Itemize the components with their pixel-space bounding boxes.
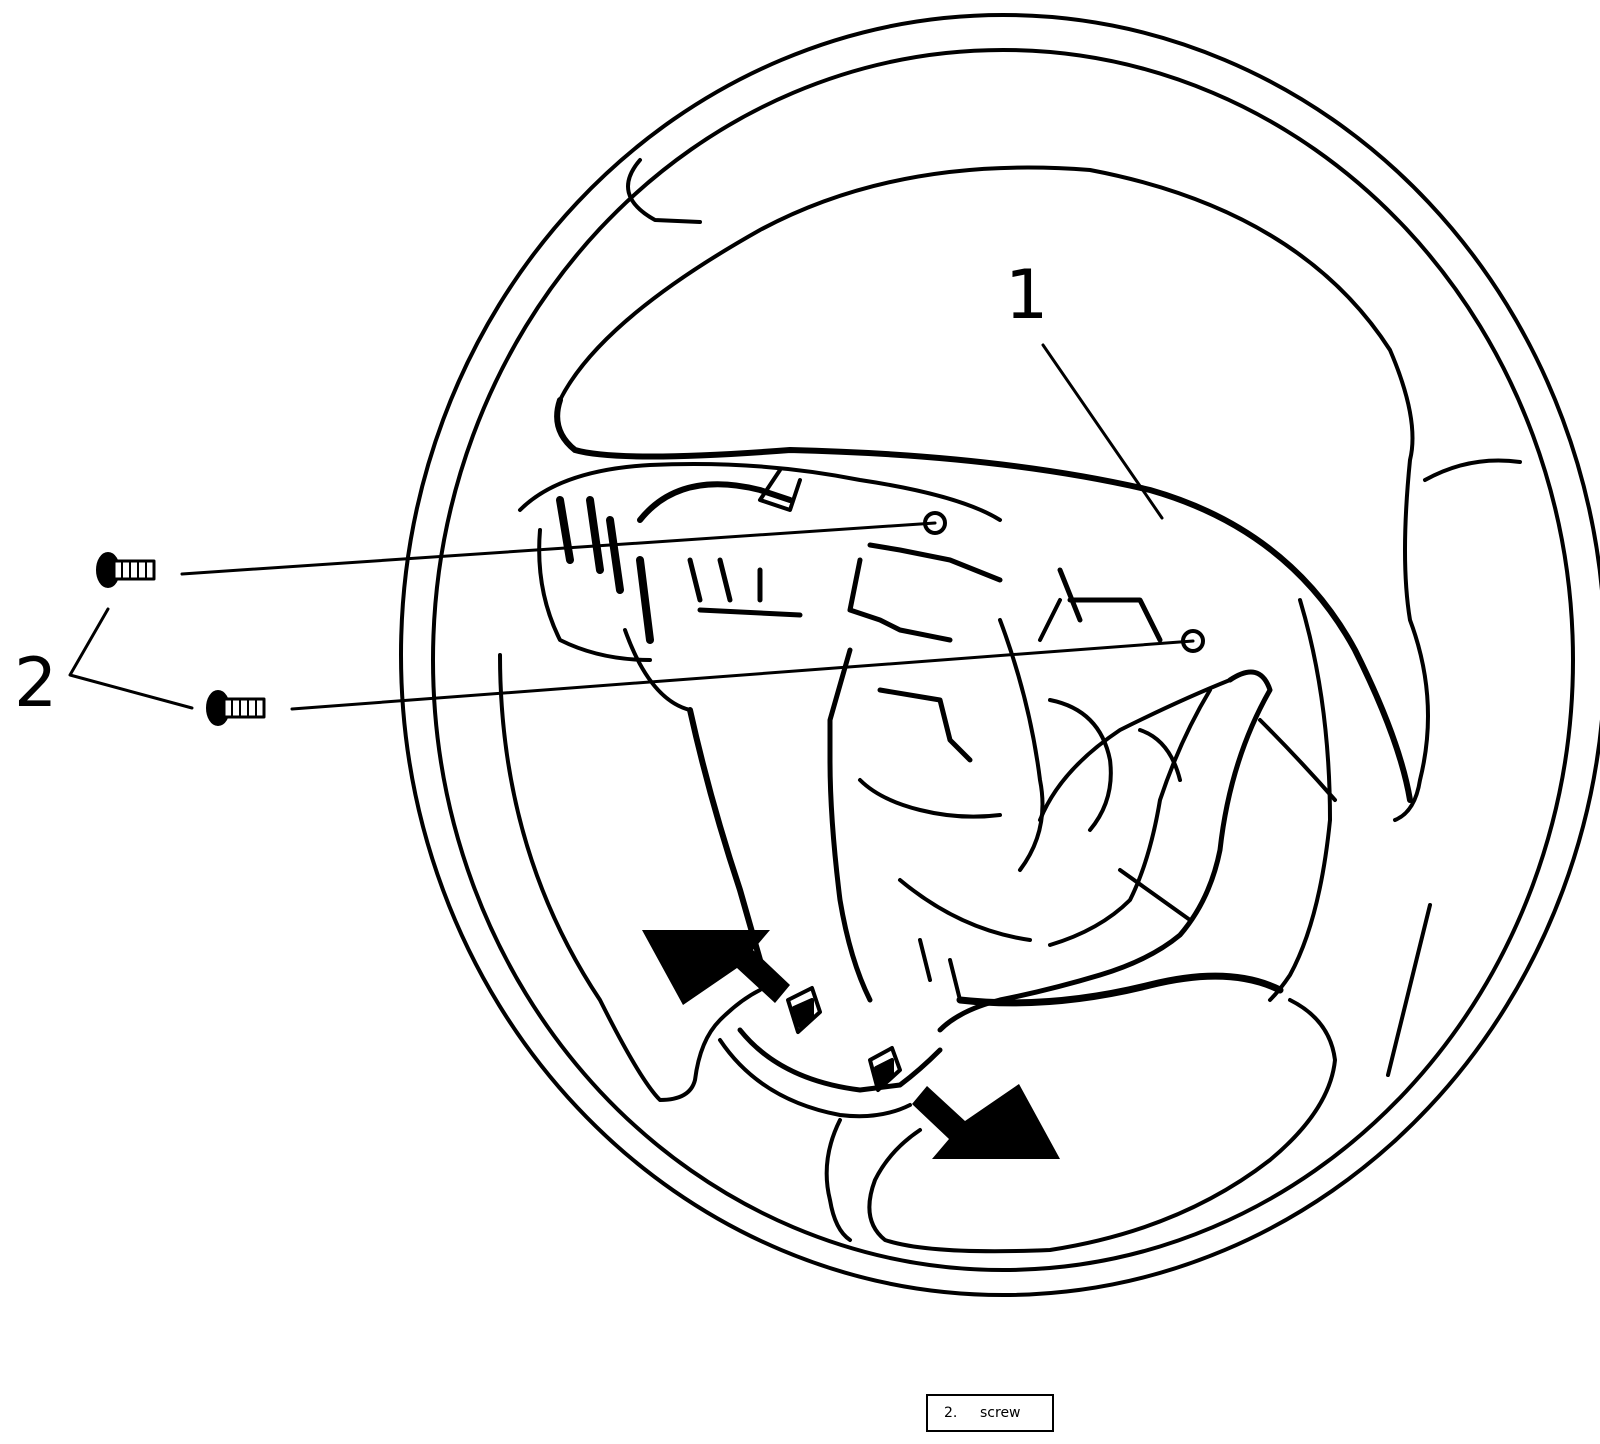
callout-number-1: 1 [1005,256,1049,335]
bracket-callout-2 [68,607,194,710]
leader-line-screw-upper [180,521,937,576]
legend-text: screw [980,1405,1021,1421]
leader-line-screw-lower [290,639,1195,711]
legend-number: 2. [944,1405,958,1421]
leader-line-callout-1 [1041,343,1164,520]
steering-wheel-icon [399,13,1600,1297]
screw-icon [96,552,266,726]
legend-box: 2. screw [926,1394,1054,1432]
callout-number-2: 2 [14,644,58,723]
direction-arrow-icon [642,930,1060,1159]
clip-tab-icon [786,986,902,1092]
